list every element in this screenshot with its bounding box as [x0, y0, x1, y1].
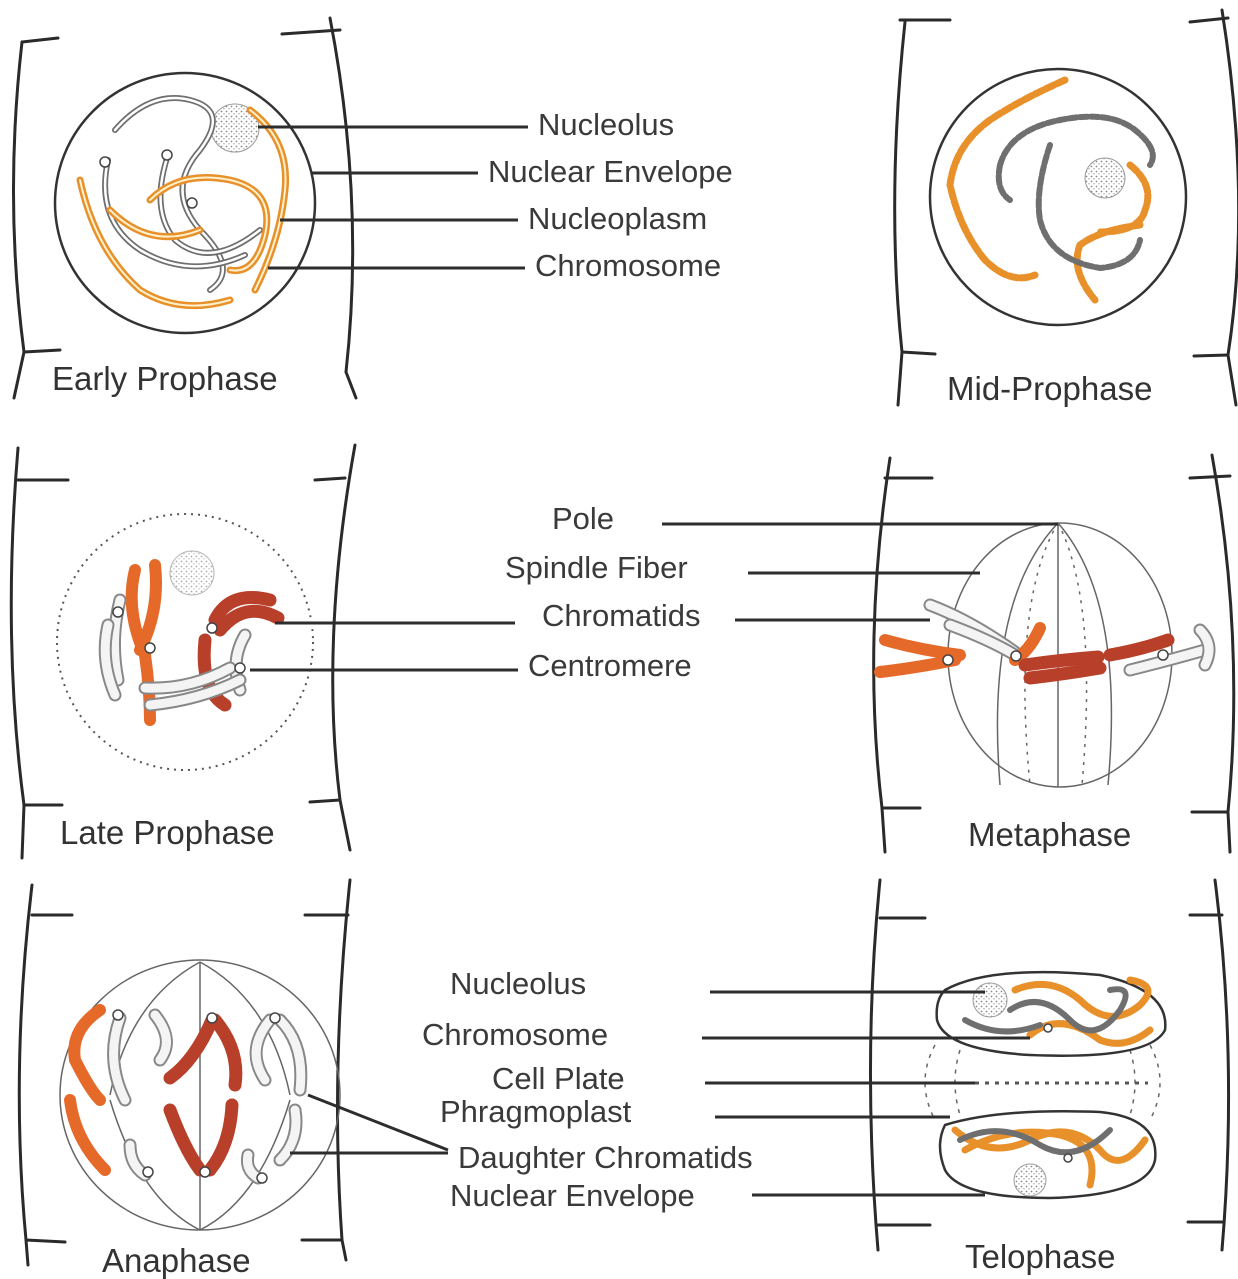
panel-title: Early Prophase [52, 360, 278, 397]
nucleolus [170, 551, 214, 595]
label-centromere: Centromere [528, 648, 692, 683]
leader-line [308, 1095, 448, 1150]
telophase-panel: Telophase Nucleolus Chromosome Cell Plat… [422, 880, 1229, 1275]
centromere [207, 623, 217, 633]
panel-title: Metaphase [968, 816, 1131, 853]
centromere [1064, 1154, 1072, 1162]
cell-wall [11, 445, 355, 858]
panel-title: Telophase [965, 1238, 1115, 1275]
label-chromosome: Chromosome [535, 248, 721, 283]
daughter-nucleus-bottom [940, 1111, 1155, 1198]
label-spindle-fiber: Spindle Fiber [505, 550, 688, 585]
label-nucleoplasm: Nucleoplasm [528, 201, 707, 236]
panel-title: Anaphase [102, 1242, 251, 1279]
mid-prophase-panel: Mid-Prophase [895, 10, 1238, 407]
daughter-chromatids [70, 1010, 301, 1178]
nucleolus [1014, 1164, 1046, 1196]
early-prophase-panel: Early Prophase Nucleolus Nuclear Envelop… [13, 18, 732, 398]
centromere [143, 1167, 153, 1177]
label-chromatids: Chromatids [542, 598, 701, 633]
centromere [1158, 650, 1168, 660]
centromere [162, 150, 172, 160]
label-pole: Pole [552, 501, 614, 536]
chromosomes-bottom [955, 1130, 1145, 1185]
panel-title: Late Prophase [60, 814, 275, 851]
centromere [200, 1167, 210, 1177]
anaphase-panel: Anaphase Daughter Chromatids [19, 880, 752, 1279]
label-cell-plate: Cell Plate [492, 1061, 625, 1096]
label-chromosome: Chromosome [422, 1017, 608, 1052]
nucleolus [973, 983, 1007, 1017]
centromere [1011, 651, 1021, 661]
centromere [145, 643, 155, 653]
label-daughter-chromatids: Daughter Chromatids [458, 1140, 753, 1175]
centromere [257, 1173, 267, 1183]
label-nucleolus: Nucleolus [450, 966, 586, 1001]
centromere [1044, 1024, 1052, 1032]
label-nucleolus: Nucleolus [538, 107, 674, 142]
chromosomes [950, 80, 1153, 300]
centromere [270, 1013, 280, 1023]
label-phragmoplast: Phragmoplast [440, 1094, 632, 1129]
chromosomes-at-plate [880, 605, 1209, 678]
centromere [113, 1010, 123, 1020]
centromere [943, 655, 953, 665]
panel-title: Mid-Prophase [947, 370, 1152, 407]
label-nuclear-envelope: Nuclear Envelope [450, 1178, 695, 1213]
label-nuclear-envelope: Nuclear Envelope [488, 154, 733, 189]
centromere [100, 157, 110, 167]
nucleolus [1085, 158, 1125, 198]
centromere [187, 198, 197, 208]
centromere [235, 663, 245, 673]
centromere [207, 1013, 217, 1023]
centromere [113, 607, 123, 617]
